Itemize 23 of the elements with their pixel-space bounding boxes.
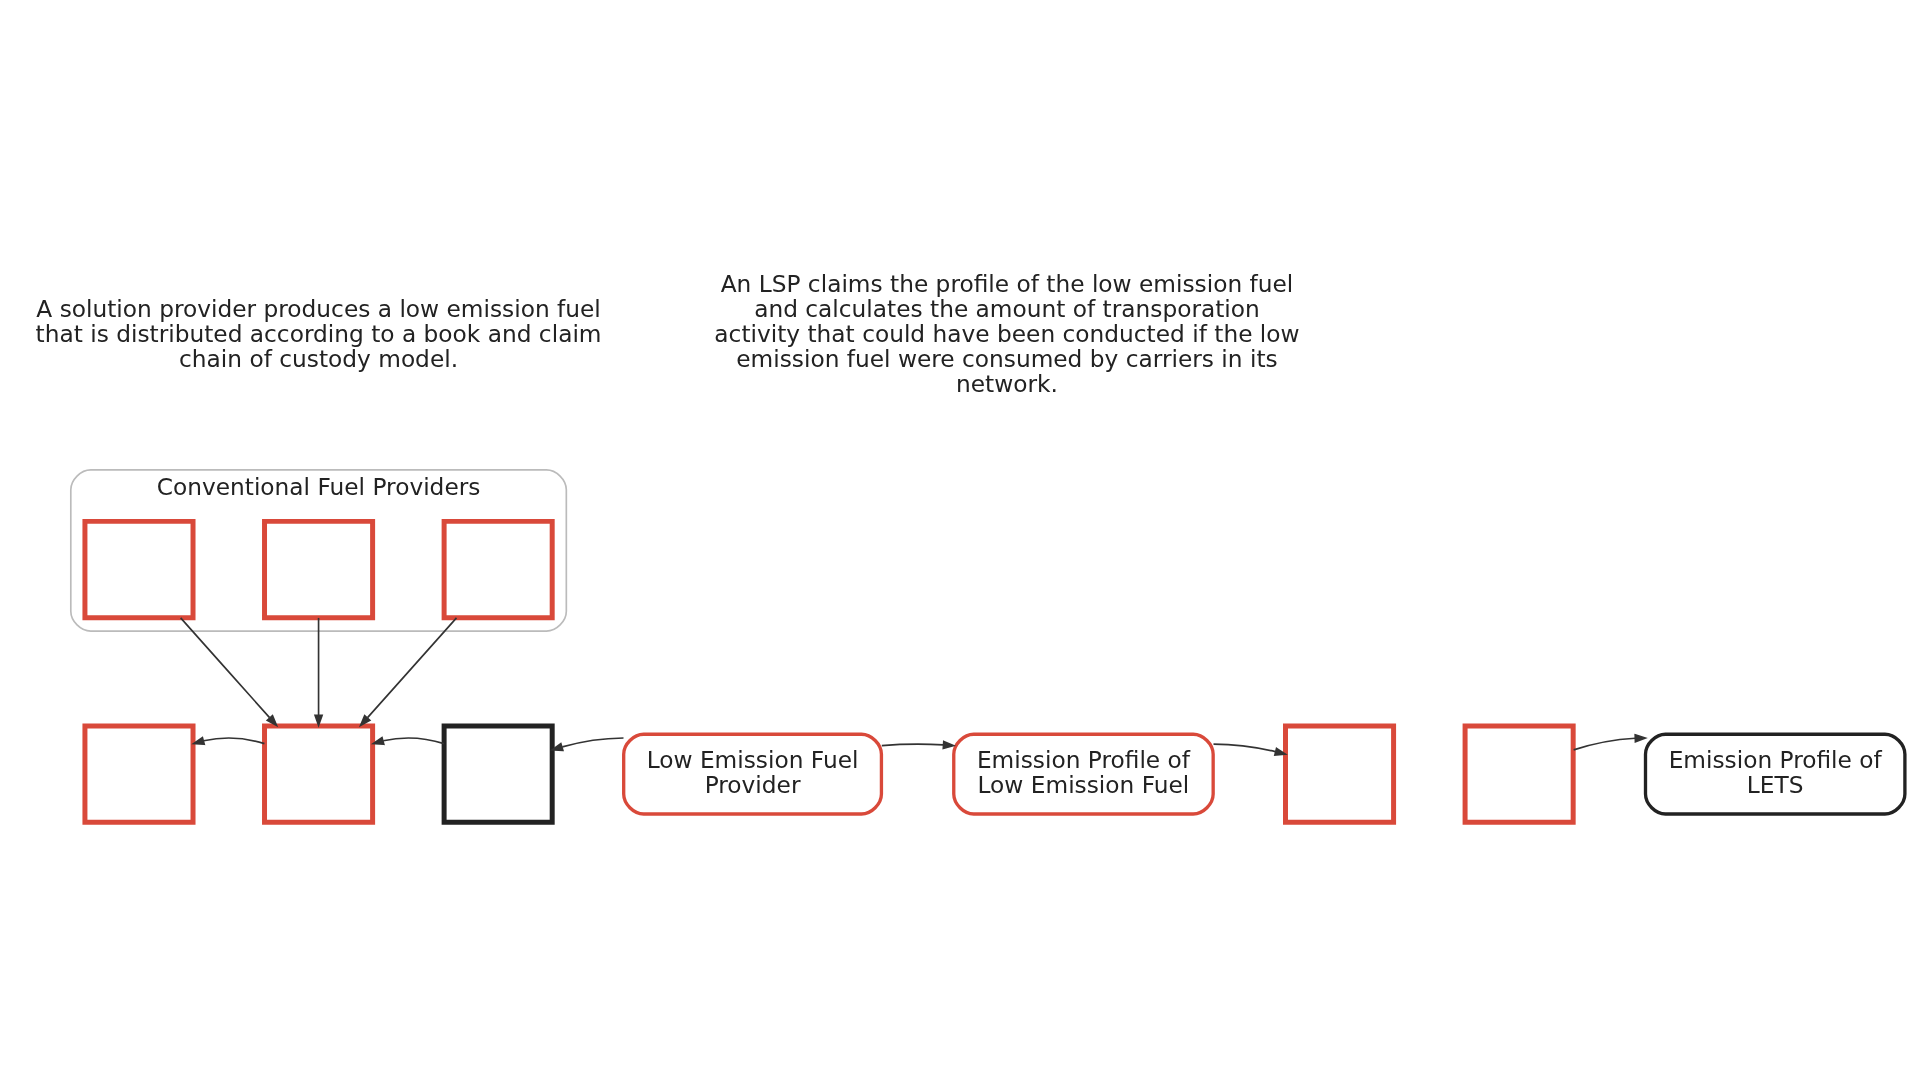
arrow [358, 616, 458, 727]
arrow [1572, 733, 1648, 751]
arrow [1212, 742, 1288, 756]
node-box [1283, 722, 1397, 825]
node-box [82, 722, 196, 825]
node-box: Low Emission Fuel Provider [622, 732, 884, 816]
label: An LSP claims the profile of the low emission fuel and calculates the amount of transporation activity that could have been conducted if the low emission fuel were consumed by carriers in its network. [714, 269, 1300, 397]
node-box [262, 518, 376, 620]
arrow [549, 736, 625, 751]
node-box: Emission Profile of Low Emission Fuel [952, 732, 1215, 816]
node-box [82, 518, 196, 620]
node-box [1462, 722, 1576, 825]
arrow [179, 616, 279, 727]
arrow [191, 735, 266, 745]
node-box: Emission Profile of LETS [1643, 732, 1907, 816]
label: A solution provider produces a low emission fuel that is distributed according to a book and claim chain of custody model. [35, 294, 602, 372]
arrow [880, 739, 956, 749]
node-box [262, 722, 376, 825]
arrow [370, 735, 445, 745]
cluster: Conventional Fuel Providers [69, 468, 568, 632]
arrow [313, 616, 324, 728]
node-box [441, 722, 555, 825]
node-box [441, 518, 555, 620]
